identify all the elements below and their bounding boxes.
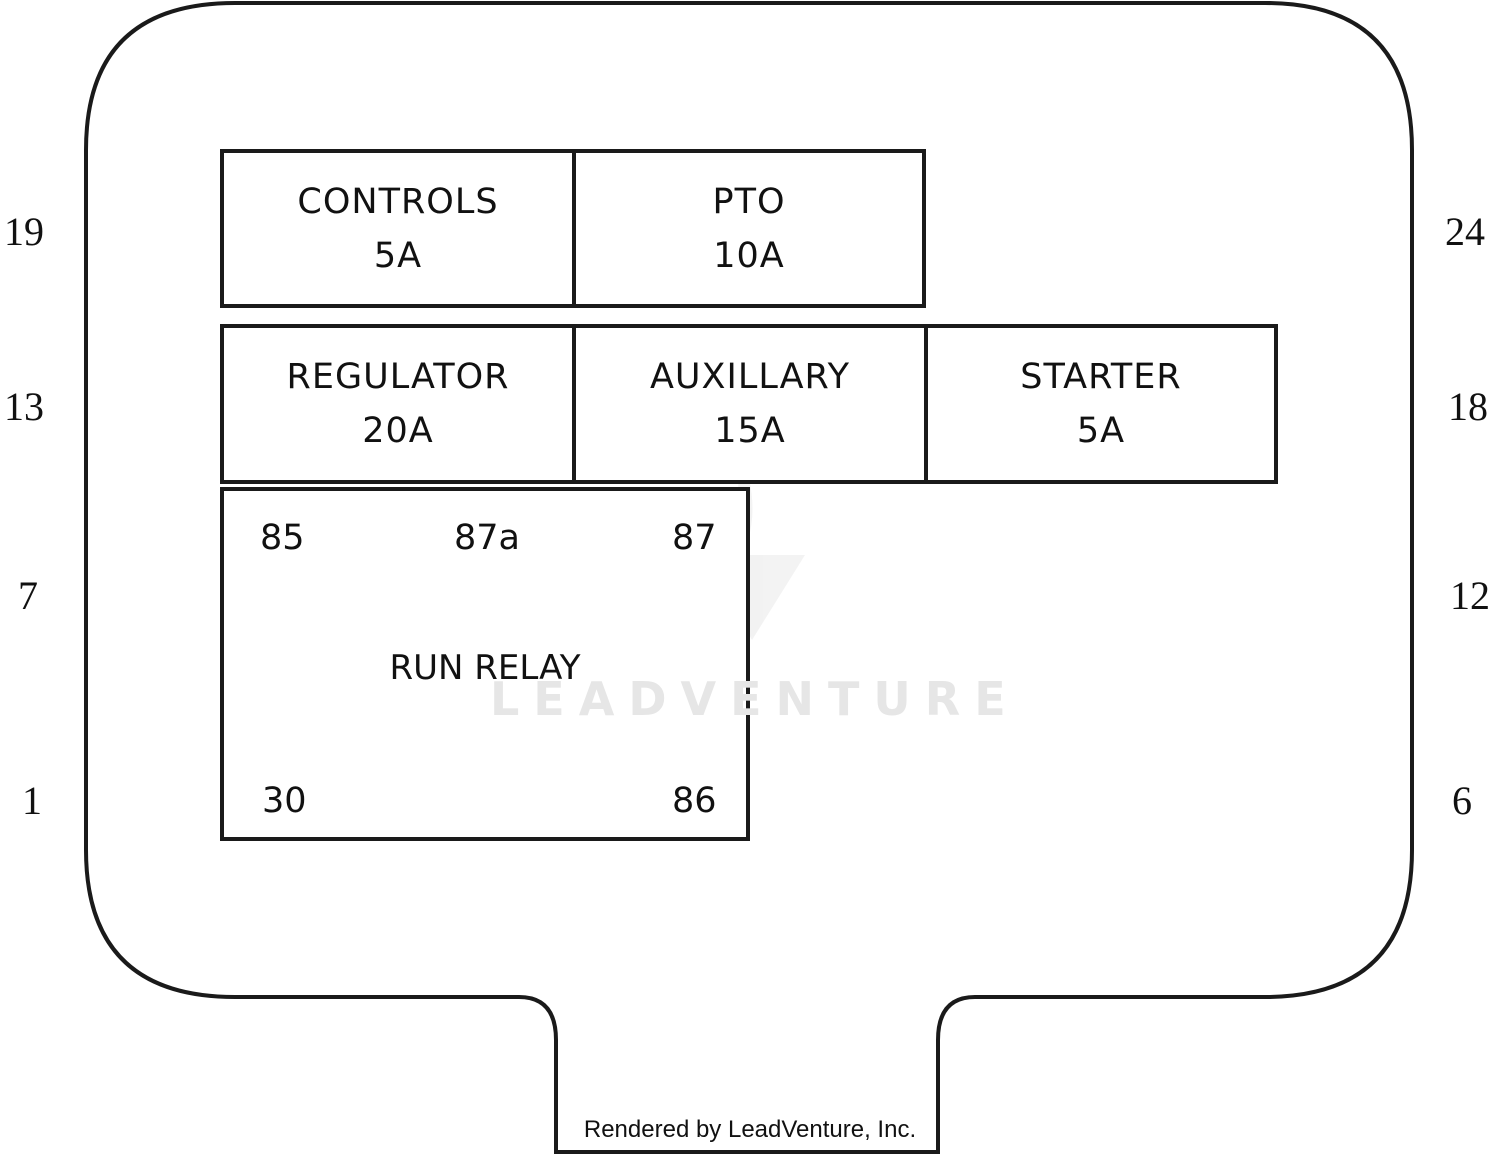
pin-label-1: 1 [22,778,42,823]
fuse-name: CONTROLS [297,182,499,222]
relay-label: RUN RELAY [389,648,581,688]
pin-label-13: 13 [4,384,44,429]
pin-label-12: 12 [1450,573,1490,618]
fuse-name: PTO [712,182,786,222]
fuse-rating: 10A [713,236,785,276]
fuse-pto: PTO 10A [572,149,926,308]
relay-terminal-86: 86 [672,781,717,821]
fuse-name: REGULATOR [286,357,510,397]
relay-terminal-87a: 87a [454,518,520,558]
fuse-rating: 20A [362,411,434,451]
render-credit: Rendered by LeadVenture, Inc. [583,1116,917,1143]
fuse-auxillary: AUXILLARY 15A [572,324,928,484]
relay-terminal-87: 87 [672,518,717,558]
watermark-text: LEADVENTURE [490,672,1020,726]
run-relay: 85 87a 87 RUN RELAY 30 86 [220,487,750,841]
pin-label-24: 24 [1445,209,1485,254]
fuse-rating: 15A [714,411,786,451]
relay-terminal-30: 30 [262,781,307,821]
fuse-rating: 5A [373,236,423,276]
fuse-name: AUXILLARY [649,357,851,397]
relay-terminal-85: 85 [260,518,305,558]
pin-label-18: 18 [1448,384,1488,429]
fuse-starter: STARTER 5A [924,324,1278,484]
pin-label-7: 7 [18,573,38,618]
fuse-name: STARTER [1020,357,1182,397]
fuse-regulator: REGULATOR 20A [220,324,576,484]
fuse-rating: 5A [1076,411,1126,451]
housing-outline [84,1,1414,1154]
pin-label-19: 19 [4,209,44,254]
pin-label-6: 6 [1452,778,1472,823]
fuse-controls: CONTROLS 5A [220,149,576,308]
